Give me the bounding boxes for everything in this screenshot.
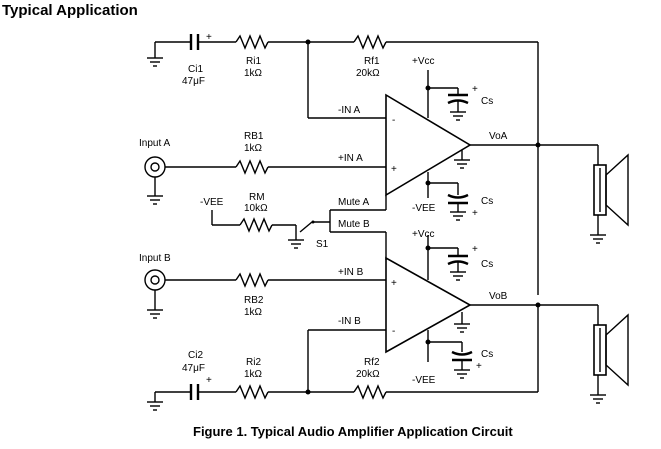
rb2-name: RB2: [244, 295, 264, 306]
capacitor-ci1: [189, 34, 200, 50]
cs2-label: Cs: [481, 196, 493, 207]
cs3-polarity: +: [472, 244, 478, 255]
ri2-name: Ri2: [246, 357, 261, 368]
section-heading: Typical Application: [2, 2, 138, 19]
ri1-value: 1kΩ: [244, 68, 263, 79]
capacitor-cs2: [447, 193, 469, 205]
vee-left-label: -VEE: [200, 197, 224, 208]
switch-s1: [299, 220, 330, 233]
op-amp-a: [385, 93, 472, 197]
input-b-label: Input B: [139, 253, 171, 264]
ci1-polarity: +: [206, 32, 212, 43]
capacitor-cs3: [447, 254, 469, 266]
cs1-label: Cs: [481, 96, 493, 107]
rf1-name: Rf1: [364, 56, 380, 67]
op-amp-a-plus: +: [391, 164, 397, 175]
cs4-polarity: +: [476, 361, 482, 372]
op-amp-b-minus: -: [392, 326, 395, 337]
rm-value: 10kΩ: [244, 203, 268, 214]
op-amp-b-plus: +: [391, 278, 397, 289]
in-b-neg-label: -IN B: [338, 316, 361, 327]
resistor-ri1: [235, 34, 269, 50]
capacitor-cs4: [451, 350, 473, 362]
vee-a-label: -VEE: [412, 203, 436, 214]
ci1-value: 47μF: [182, 76, 205, 87]
cs4-label: Cs: [481, 349, 493, 360]
ci2-polarity: +: [206, 375, 212, 386]
vee-b-label: -VEE: [412, 375, 436, 386]
rf2-value: 20kΩ: [356, 369, 380, 380]
ci1-name: Ci1: [188, 64, 203, 75]
rm-name: RM: [249, 192, 265, 203]
vob-label: VoB: [489, 291, 508, 302]
in-b-pos-label: +IN B: [338, 267, 364, 278]
ci2-value: 47μF: [182, 363, 205, 374]
mute-b-label: Mute B: [338, 219, 370, 230]
vcc-b-label: +Vcc: [412, 229, 435, 240]
cs3-label: Cs: [481, 259, 493, 270]
speaker-b-icon: [538, 304, 629, 404]
rb1-name: RB1: [244, 131, 264, 142]
input-a-label: Input A: [139, 138, 170, 149]
resistor-rf1: [353, 34, 387, 50]
op-amp-a-minus: -: [392, 115, 395, 126]
resistor-rb1: [235, 159, 269, 175]
rf2-name: Rf2: [364, 357, 380, 368]
rf1-value: 20kΩ: [356, 68, 380, 79]
rb2-value: 1kΩ: [244, 307, 263, 318]
in-a-pos-label: +IN A: [338, 153, 363, 164]
ground-symbol: [146, 392, 164, 411]
rb1-value: 1kΩ: [244, 143, 263, 154]
voa-label: VoA: [489, 131, 508, 142]
cs2-polarity: +: [472, 208, 478, 219]
resistor-rb2: [235, 272, 269, 288]
input-a-jack: [144, 156, 166, 178]
op-amp-b: [385, 256, 472, 354]
s1-label: S1: [316, 239, 329, 250]
capacitor-cs1: [447, 93, 469, 105]
ri2-value: 1kΩ: [244, 369, 263, 380]
capacitor-ci2: [189, 384, 200, 400]
in-a-neg-label: -IN A: [338, 105, 361, 116]
resistor-ri2: [235, 384, 269, 400]
ci2-name: Ci2: [188, 350, 203, 361]
speaker-a-icon: [538, 144, 629, 244]
ground-symbol: [146, 42, 164, 67]
figure-caption: Figure 1. Typical Audio Amplifier Applic…: [193, 424, 513, 439]
input-b-jack: [144, 269, 166, 291]
mute-a-label: Mute A: [338, 197, 369, 208]
resistor-rf2: [353, 384, 387, 400]
resistor-rm: [239, 217, 273, 233]
ri1-name: Ri1: [246, 56, 261, 67]
vcc-top-label: +Vcc: [412, 56, 435, 67]
cs1-polarity: +: [472, 84, 478, 95]
